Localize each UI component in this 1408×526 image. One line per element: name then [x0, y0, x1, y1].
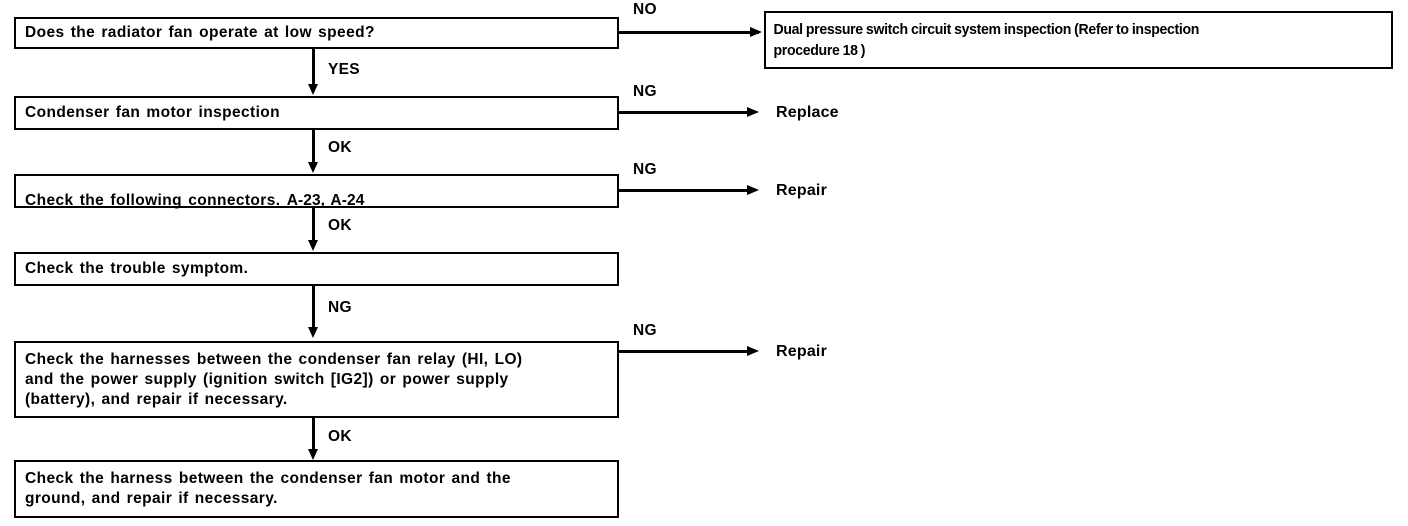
- flow-edge-4-arrowhead: [308, 327, 318, 338]
- flow-edge-4-label: NG: [328, 299, 352, 316]
- branch-2-arrowhead: [747, 107, 759, 117]
- branch-3-label: NG: [633, 161, 657, 178]
- flow-edge-4-line: [312, 286, 315, 329]
- flow-edge-5-label: OK: [328, 428, 352, 445]
- flow-edge-3-line: [312, 208, 315, 242]
- flow-step-5-label: Check the harnesses between the condense…: [25, 350, 523, 408]
- branch-target-1-box[interactable]: Dual pressure switch circuit system insp…: [764, 11, 1393, 69]
- branch-1-arrowhead: [750, 27, 762, 37]
- flow-edge-2-arrowhead: [308, 162, 318, 173]
- flow-edge-1-line: [312, 49, 315, 85]
- branch-3-connector: [619, 189, 754, 192]
- flow-step-2-box[interactable]: Condenser fan motor inspection: [14, 96, 619, 130]
- flow-step-3-label-connectors: A-23, A-24: [286, 192, 365, 209]
- flow-edge-2-label: OK: [328, 139, 352, 156]
- branch-1-connector: [619, 31, 759, 34]
- flow-edge-1-arrowhead: [308, 84, 318, 95]
- flow-step-3-box[interactable]: Check the following connectors. A-23, A-…: [14, 174, 619, 209]
- flow-step-1-label: Does the radiator fan operate at low spe…: [25, 24, 375, 41]
- flow-step-6-label: Check the harness between the condenser …: [25, 470, 511, 507]
- flow-edge-3-label: OK: [328, 217, 352, 234]
- branch-5-arrowhead: [747, 346, 759, 356]
- flow-edge-5-line: [312, 418, 315, 451]
- flow-step-3-label-bold: Check the following connectors.: [25, 192, 281, 209]
- branch-target-3-label: Repair: [776, 182, 827, 199]
- flow-edge-5-arrowhead: [308, 449, 318, 460]
- flow-step-4-label: Check the trouble symptom.: [25, 260, 249, 277]
- flow-edge-2-line: [312, 130, 315, 164]
- branch-3-arrowhead: [747, 185, 759, 195]
- branch-5-connector: [619, 350, 754, 353]
- flow-edge-1-label: YES: [328, 61, 360, 78]
- flow-step-5-box[interactable]: Check the harnesses between the condense…: [14, 341, 619, 418]
- flow-step-1-box[interactable]: Does the radiator fan operate at low spe…: [14, 17, 619, 49]
- branch-target-4-label: Repair: [776, 343, 827, 360]
- flow-step-2-label: Condenser fan motor inspection: [25, 104, 281, 121]
- branch-target-2-label: Replace: [776, 104, 839, 121]
- branch-1-label: NO: [633, 1, 657, 18]
- flow-step-4-box[interactable]: Check the trouble symptom.: [14, 252, 619, 286]
- branch-2-connector: [619, 111, 754, 114]
- branch-2-label: NG: [633, 83, 657, 100]
- branch-target-1-label: Dual pressure switch circuit system insp…: [773, 21, 1200, 59]
- flow-step-6-box[interactable]: Check the harness between the condenser …: [14, 460, 619, 518]
- branch-5-label: NG: [633, 322, 657, 339]
- flow-edge-3-arrowhead: [308, 240, 318, 251]
